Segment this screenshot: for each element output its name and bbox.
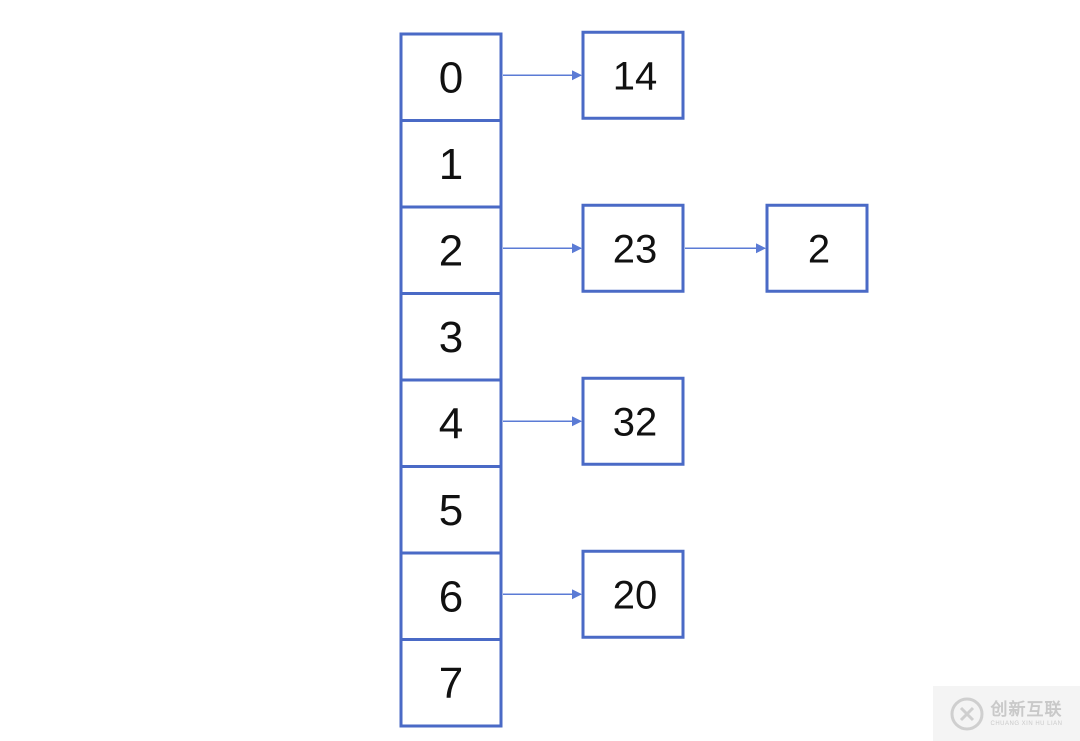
- node-box: [581, 549, 685, 639]
- node-box: [765, 203, 869, 293]
- bucket-index: 2: [439, 226, 463, 275]
- bucket-cell: 0: [399, 32, 503, 122]
- bucket-index: 3: [439, 313, 463, 362]
- bucket-cell: 2: [399, 205, 503, 295]
- chain: 14: [503, 30, 685, 120]
- bucket-array: 0 1 2 3 4 5 6 7: [399, 32, 503, 728]
- chain: 20: [503, 549, 685, 639]
- node-value: 14: [613, 54, 658, 98]
- bucket-index: 4: [439, 399, 463, 448]
- bucket-index: 5: [439, 486, 463, 535]
- chain-list: 14 23 2 32 20: [503, 30, 869, 639]
- node-value: 20: [613, 573, 658, 617]
- bucket-index: 0: [439, 53, 463, 102]
- bucket-box: [399, 638, 503, 728]
- node-value: 23: [613, 227, 658, 271]
- bucket-box: [399, 292, 503, 382]
- bucket-cell: 7: [399, 638, 503, 728]
- bucket-box: [399, 119, 503, 209]
- bucket-box: [399, 465, 503, 555]
- bucket-cell: 3: [399, 292, 503, 382]
- bucket-index: 1: [439, 140, 463, 189]
- watermark: 创新互联 CHUANG XIN HU LIAN: [933, 686, 1080, 741]
- node-box: [581, 203, 685, 293]
- bucket-cell: 5: [399, 465, 503, 555]
- bucket-cell: 1: [399, 119, 503, 209]
- node-value: 32: [613, 400, 658, 444]
- watermark-brand-cn: 创新互联: [990, 699, 1063, 719]
- brand-logo-icon: [950, 697, 984, 730]
- node-box: [581, 30, 685, 120]
- chain: 23 2: [503, 203, 869, 293]
- chain: 32: [503, 376, 685, 466]
- bucket-cell: 4: [399, 378, 503, 468]
- bucket-index: 7: [439, 659, 463, 708]
- bucket-cell: 6: [399, 551, 503, 641]
- node-box: [581, 376, 685, 466]
- bucket-index: 6: [439, 572, 463, 621]
- watermark-brand-en: CHUANG XIN HU LIAN: [990, 720, 1063, 727]
- node-value: 2: [808, 227, 830, 271]
- bucket-box: [399, 32, 503, 122]
